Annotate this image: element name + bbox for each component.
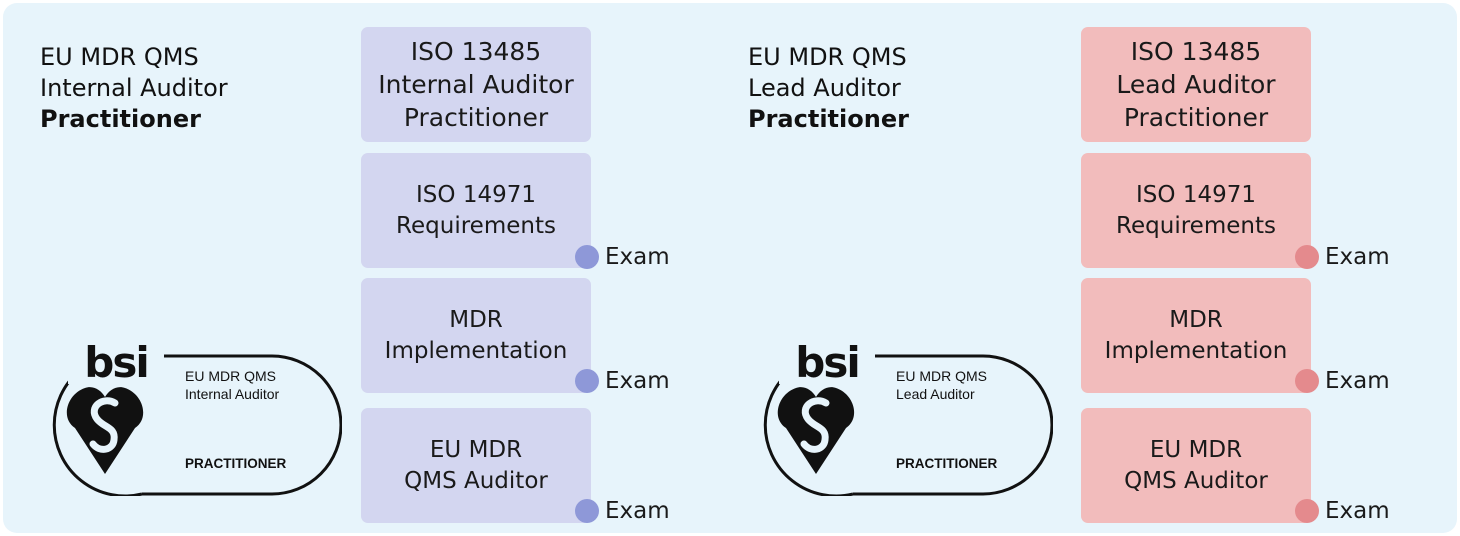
internal-exam-marker-2: Exam [575,367,670,395]
lead-title-line1: EU MDR QMS [748,43,907,71]
lead-module-2-line1: MDR [1169,306,1223,333]
lead-title-line2: Lead Auditor [748,74,901,102]
internal-module-2-line2: Implementation [384,337,568,364]
exam-dot-icon [575,499,599,523]
lead-module-3-line1: EU MDR [1149,436,1243,463]
badge-level: PRACTITIONER [185,456,287,471]
lead-title-line3: Practitioner [748,105,909,133]
internal-module-mdr-box: MDR Implementation [361,278,591,393]
lead-main-line1: ISO 13485 [1130,37,1262,66]
bsi-logo-text: bsi [84,338,147,387]
lead-exam-label-3: Exam [1325,498,1390,524]
lead-pathway-title: EU MDR QMS Lead Auditor Practitioner [748,42,909,135]
lead-exam-marker-1: Exam [1295,243,1390,271]
internal-exam-label-3: Exam [605,498,670,524]
internal-module-iso14971-box: ISO 14971 Requirements [361,153,591,268]
badge-line1: EU MDR QMS [185,368,276,384]
badge-logo-backdrop [68,340,164,384]
lead-module-mdr-box: MDR Implementation [1081,278,1311,393]
bsi-logo-text: bsi [795,338,858,387]
lead-module-1-line2: Requirements [1116,212,1276,239]
lead-exam-marker-3: Exam [1295,497,1390,525]
exam-dot-icon [1295,369,1319,393]
badge-logo-backdrop [779,340,875,384]
exam-dot-icon [575,369,599,393]
internal-module-2-line1: MDR [449,306,503,333]
internal-module-qms-auditor-box: EU MDR QMS Auditor [361,408,591,523]
kitemark-icon [777,387,855,474]
internal-title-line1: EU MDR QMS [40,43,199,71]
lead-main-course-box: ISO 13485 Lead Auditor Practitioner [1081,27,1311,142]
internal-module-1-line1: ISO 14971 [416,181,536,208]
lead-module-1-line1: ISO 14971 [1136,181,1256,208]
internal-pathway-title: EU MDR QMS Internal Auditor Practitioner [40,42,228,135]
lead-module-iso14971-box: ISO 14971 Requirements [1081,153,1311,268]
internal-main-line3: Practitioner [403,103,549,132]
badge-level: PRACTITIONER [896,456,998,471]
internal-module-3-line1: EU MDR [429,436,523,463]
internal-main-line2: Internal Auditor [378,70,574,99]
internal-main-course-box: ISO 13485 Internal Auditor Practitioner [361,27,591,142]
internal-module-3-line2: QMS Auditor [404,467,548,494]
lead-main-line2: Lead Auditor [1116,70,1276,99]
kitemark-icon [66,387,144,474]
internal-exam-marker-1: Exam [575,243,670,271]
internal-title-line3: Practitioner [40,105,201,133]
exam-dot-icon [1295,499,1319,523]
internal-exam-marker-3: Exam [575,497,670,525]
internal-main-line1: ISO 13485 [410,37,542,66]
internal-module-1-line2: Requirements [396,212,556,239]
exam-dot-icon [1295,245,1319,269]
badge-line1: EU MDR QMS [896,368,987,384]
badge-line2: Lead Auditor [896,386,975,402]
badge-pill-outline [853,354,1053,496]
lead-module-qms-auditor-box: EU MDR QMS Auditor [1081,408,1311,523]
internal-exam-label-2: Exam [605,368,670,394]
lead-module-3-line2: QMS Auditor [1124,467,1268,494]
lead-bsi-certification-badge: bsi EU MDR QMS Lead Auditor PRACTITIONER [763,338,1053,496]
lead-main-line3: Practitioner [1123,103,1269,132]
exam-dot-icon [575,245,599,269]
lead-exam-label-1: Exam [1325,244,1390,270]
internal-title-line2: Internal Auditor [40,74,228,102]
internal-bsi-certification-badge: bsi EU MDR QMS Internal Auditor PRACTITI… [52,338,342,496]
internal-exam-label-1: Exam [605,244,670,270]
badge-pill-outline [142,354,342,496]
badge-line2: Internal Auditor [185,386,280,402]
lead-exam-label-2: Exam [1325,368,1390,394]
lead-module-2-line2: Implementation [1104,337,1288,364]
lead-exam-marker-2: Exam [1295,367,1390,395]
